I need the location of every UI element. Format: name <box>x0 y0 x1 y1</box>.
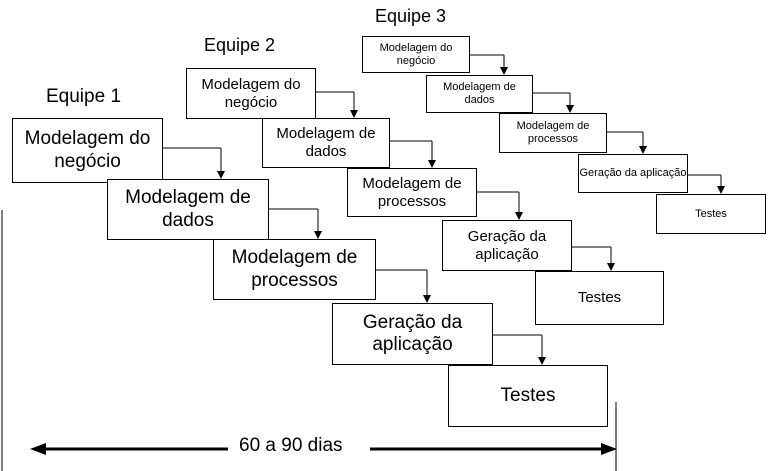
team-1-label: Equipe 1 <box>46 86 122 107</box>
team-2-step-tests: Testes <box>535 271 664 325</box>
step-label: Modelagem de processos <box>362 174 462 210</box>
team-1-step-business-modeling: Modelagem do negócio <box>12 118 163 183</box>
step-label: Testes <box>500 384 556 406</box>
team-3-step-tests: Testes <box>656 194 766 234</box>
step-label: Modelagem de dados <box>125 187 251 231</box>
team-1-step-data-modeling: Modelagem de dados <box>107 179 269 240</box>
team-1-step-app-generation: Geração da aplicação <box>332 303 493 365</box>
team-1-step-process-modeling: Modelagem de processos <box>213 239 376 300</box>
team-3-step-app-generation: Geração da aplicação <box>578 154 688 193</box>
team-2-step-data-modeling: Modelagem de dados <box>262 118 390 168</box>
step-label: Geração da aplicação <box>467 227 547 263</box>
step-label: Modelagem do negócio <box>201 75 301 111</box>
step-label: Geração da aplicação <box>362 311 463 355</box>
team-2-step-app-generation: Geração da aplicação <box>442 220 572 271</box>
duration-arrowhead-left <box>30 443 46 455</box>
step-label: Modelagem de dados <box>276 125 376 160</box>
step-label: Modelagem de processos <box>516 120 590 145</box>
team-2-step-business-modeling: Modelagem do negócio <box>186 68 316 119</box>
team-3-label: Equipe 3 <box>375 6 447 26</box>
team-3-step-process-modeling: Modelagem de processos <box>499 113 607 153</box>
step-label: Testes <box>695 207 727 220</box>
team-1-step-tests: Testes <box>448 365 608 427</box>
duration-label: 60 a 90 dias <box>233 435 349 457</box>
step-label: Testes <box>577 289 622 307</box>
step-label: Geração da aplicação <box>579 167 687 180</box>
team-2-label: Equipe 2 <box>204 35 276 55</box>
step-label: Modelagem de dados <box>443 81 516 106</box>
step-label: Modelagem do negócio <box>24 128 151 172</box>
duration-arrowhead-right <box>601 443 617 455</box>
team-2-step-process-modeling: Modelagem de processos <box>347 168 477 217</box>
step-label: Modelagem de processos <box>231 247 358 291</box>
team-3-step-business-modeling: Modelagem do negócio <box>362 36 470 73</box>
step-label: Modelagem do negócio <box>379 41 453 67</box>
team-3-step-data-modeling: Modelagem de dados <box>426 75 533 113</box>
